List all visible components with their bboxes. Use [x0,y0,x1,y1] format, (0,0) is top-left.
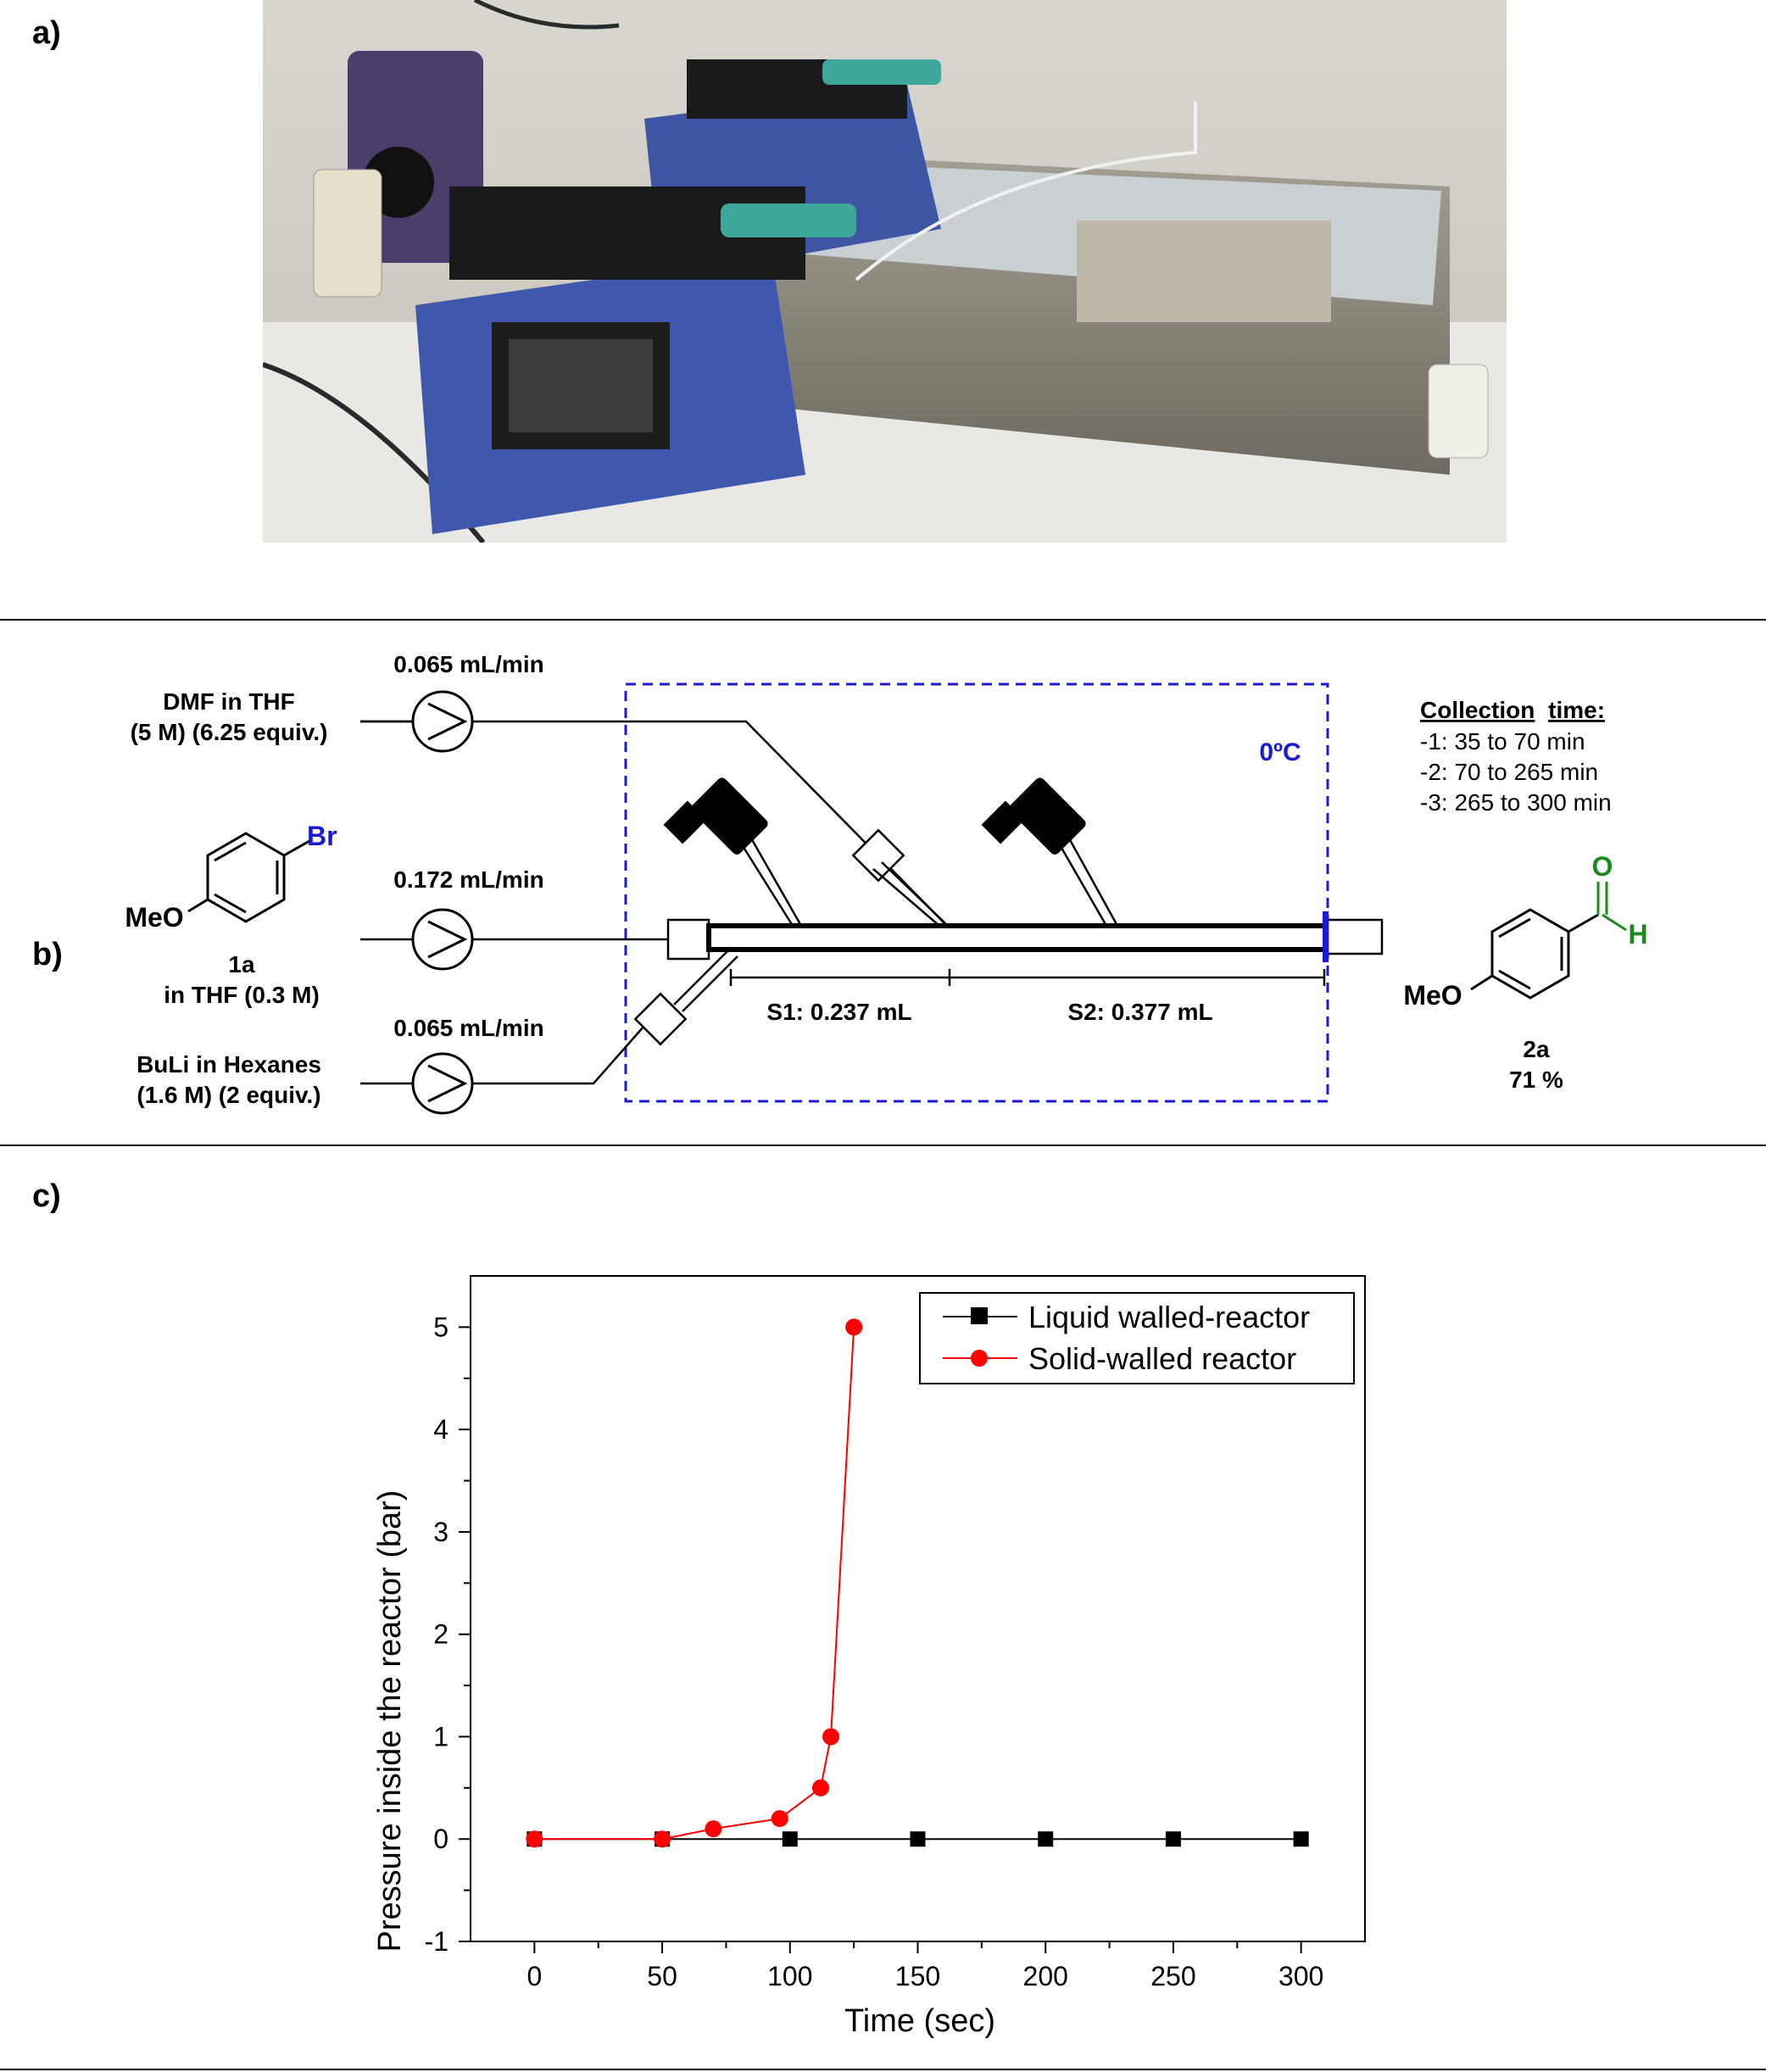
y-tick-label: 5 [433,1312,448,1342]
mixer-buli [633,992,688,1046]
pump-icon-substrate [411,908,474,971]
product-structure [1470,908,1599,1000]
data-point-solid [705,1820,722,1838]
x-tick-label: 100 [767,1961,812,1991]
buli-label-2: (1.6 M) (2 equiv.) [136,1082,320,1108]
y-tick-label: 1 [433,1721,448,1752]
cooling-zone-box [624,682,1329,1103]
reactor-tube [706,923,1329,952]
pump-icon-buli [411,1052,474,1115]
substrate-concentration: in THF (0.3 M) [164,982,320,1008]
legend-label-solid: Solid-walled reactor [1028,1341,1296,1376]
y-axis-title: Pressure inside the reactor (bar) [372,1490,408,1952]
collection-1: -1: 35 to 70 min [1420,728,1585,755]
legend-box [919,1292,1355,1384]
y-tick-label: 2 [433,1619,448,1650]
data-point-solid [771,1810,788,1828]
data-point-solid [526,1830,543,1848]
data-point-solid [822,1728,840,1746]
data-point-solid [811,1779,829,1796]
collection-title: Collection time: [1420,697,1605,723]
dmf-label-1: DMF in THF [163,688,295,715]
substrate-br: Br [307,821,337,851]
product-id: 2a [1523,1036,1550,1062]
segment-scale [729,969,1326,986]
setup-photo [263,0,1507,543]
mixer-dmf [851,828,905,883]
series-line-1 [534,1327,855,1841]
collection-3: -3: 265 to 300 min [1420,789,1612,816]
legend-marker-liquid [971,1307,988,1324]
substrate-id: 1a [228,951,255,978]
buli-label-1: BuLi in Hexanes [136,1051,321,1078]
legend-label-liquid: Liquid walled-reactor [1028,1300,1310,1334]
product-meo: MeO [1403,980,1462,1011]
data-point-liquid [910,1831,926,1847]
flow-rate-buli: 0.065 mL/min [393,1015,543,1041]
data-point-solid [845,1318,863,1336]
x-tick-label: 300 [1279,1961,1323,1991]
flow-scheme: 0ºC 0.065 mL/min 0.172 mL/min 0.065 mL/m… [125,651,1648,1115]
legend-marker-solid [971,1350,988,1367]
product-h: H [1628,919,1647,950]
substrate-structure [187,832,310,923]
collection-vial [1428,364,1489,459]
pump-icon-dmf [411,690,474,753]
inlet-fitting [666,918,710,961]
legend: Liquid walled-reactor Solid-walled react… [919,1292,1355,1384]
syringe-icon-2 [981,777,1119,927]
product-o: O [1592,851,1613,882]
syringe-icon-1 [663,777,803,927]
divider-middle [0,1145,1766,1146]
x-tick-label: 250 [1150,1961,1195,1991]
panel-label-b: b) [32,937,63,972]
panel-label-a: a) [32,15,61,51]
temperature-label: 0ºC [1259,738,1301,766]
product-yield: 71 % [1509,1067,1563,1093]
y-tick-label: 3 [433,1517,448,1547]
x-axis-title: Time (sec) [844,2003,995,2039]
data-point-liquid [1165,1831,1181,1847]
pressure-chart: 0 50 100 150 200 250 300 -1 0 1 2 3 4 5 Time (sec) Pr… [372,1275,1366,2039]
data-point-liquid [1038,1831,1054,1847]
x-tick-label: 200 [1023,1961,1068,1991]
data-point-liquid [782,1831,798,1847]
flow-rate-dmf: 0.065 mL/min [393,651,543,677]
divider-top [0,619,1766,621]
reagent-bottle [313,169,382,298]
data-point-solid [654,1830,671,1848]
flow-rate-substrate: 0.172 mL/min [393,866,543,893]
divider-bottom [0,2069,1766,2070]
x-tick-label: 150 [895,1961,940,1991]
x-tick-label: 0 [526,1961,542,1991]
data-point-liquid [1293,1831,1309,1847]
dmf-label-2: (5 M) (6.25 equiv.) [131,719,328,745]
x-tick-label: 50 [647,1961,677,1991]
segment-s2: S2: 0.377 mL [1067,999,1212,1025]
y-tick-label: -1 [425,1926,448,1957]
y-tick-label: 0 [433,1824,448,1854]
substrate-meo: MeO [125,902,183,933]
segment-s1: S1: 0.237 mL [766,999,911,1025]
panel-label-c: c) [32,1178,61,1214]
collection-2: -2: 70 to 265 min [1420,759,1598,785]
y-tick-label: 4 [433,1414,448,1445]
outlet-fitting [1326,918,1384,955]
